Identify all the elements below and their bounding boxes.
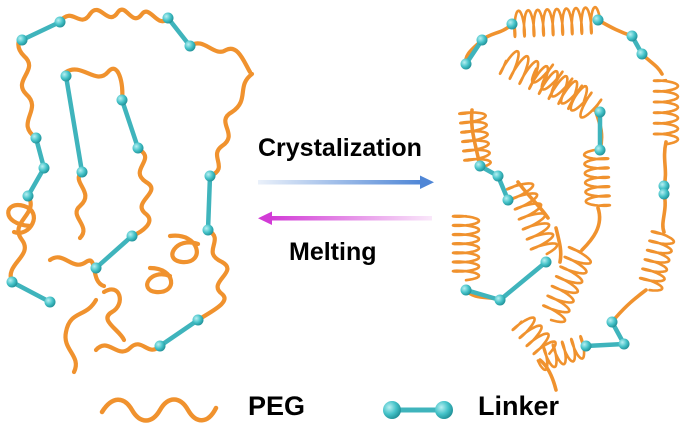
peg-lamella-3 (458, 110, 492, 170)
amorphous-polymer-network (6, 7, 255, 375)
peg-chain-tail (63, 297, 99, 375)
peg-strand-r13 (580, 206, 602, 252)
peg-inner-left (74, 169, 88, 241)
peg-chain-right (207, 71, 255, 179)
peg-inner-top (63, 66, 125, 103)
peg-strand-r5 (661, 192, 667, 234)
peg-lamella-10 (638, 230, 676, 292)
peg-lamella-12 (511, 316, 557, 356)
peg-lamella-4 (530, 63, 603, 119)
peg-chain-top-right (187, 41, 253, 75)
peg-knot-right (167, 233, 201, 265)
peg-chain-left-upper (16, 37, 39, 141)
peg-lamella-1 (512, 5, 602, 39)
peg-strand-r6 (610, 288, 648, 324)
peg-knot-bottom (145, 265, 174, 295)
crystalization-label: Crystalization (258, 134, 422, 162)
peg-lamella-9 (451, 214, 481, 282)
linker-legend-label: Linker (478, 391, 560, 421)
peg-inner-low (101, 287, 127, 343)
linker-beads-right (460, 14, 670, 352)
peg-lamella-2 (498, 49, 589, 110)
peg-lamellae (451, 5, 680, 372)
peg-inner-cross (47, 255, 107, 289)
peg-lamella-8 (582, 148, 612, 208)
peg-chain-right-lower (195, 227, 230, 323)
peg-strand-r14 (538, 358, 558, 392)
crystalline-polymer-network (451, 5, 680, 392)
peg-knot-left (6, 202, 36, 235)
peg-inner-mid (129, 147, 154, 239)
peg-strand-r2 (596, 18, 634, 38)
linker-beads-left (6, 12, 216, 352)
melting-arrow (258, 211, 432, 225)
peg-legend-label: PEG (248, 391, 306, 421)
peg-lamella-11 (536, 334, 586, 372)
peg-lamella-7 (542, 245, 592, 324)
peg-lamella-5 (652, 78, 680, 146)
peg-legend-swatch (99, 397, 219, 423)
peg-strand-r11 (554, 226, 563, 264)
peg-chain-top (57, 7, 171, 25)
legend (99, 397, 453, 423)
crystalization-arrow (258, 175, 434, 189)
peg-strand-r4 (662, 140, 668, 188)
melting-label: Melting (289, 238, 377, 266)
peg-chain-bottom (93, 342, 163, 354)
linker-legend-swatch (383, 401, 453, 419)
